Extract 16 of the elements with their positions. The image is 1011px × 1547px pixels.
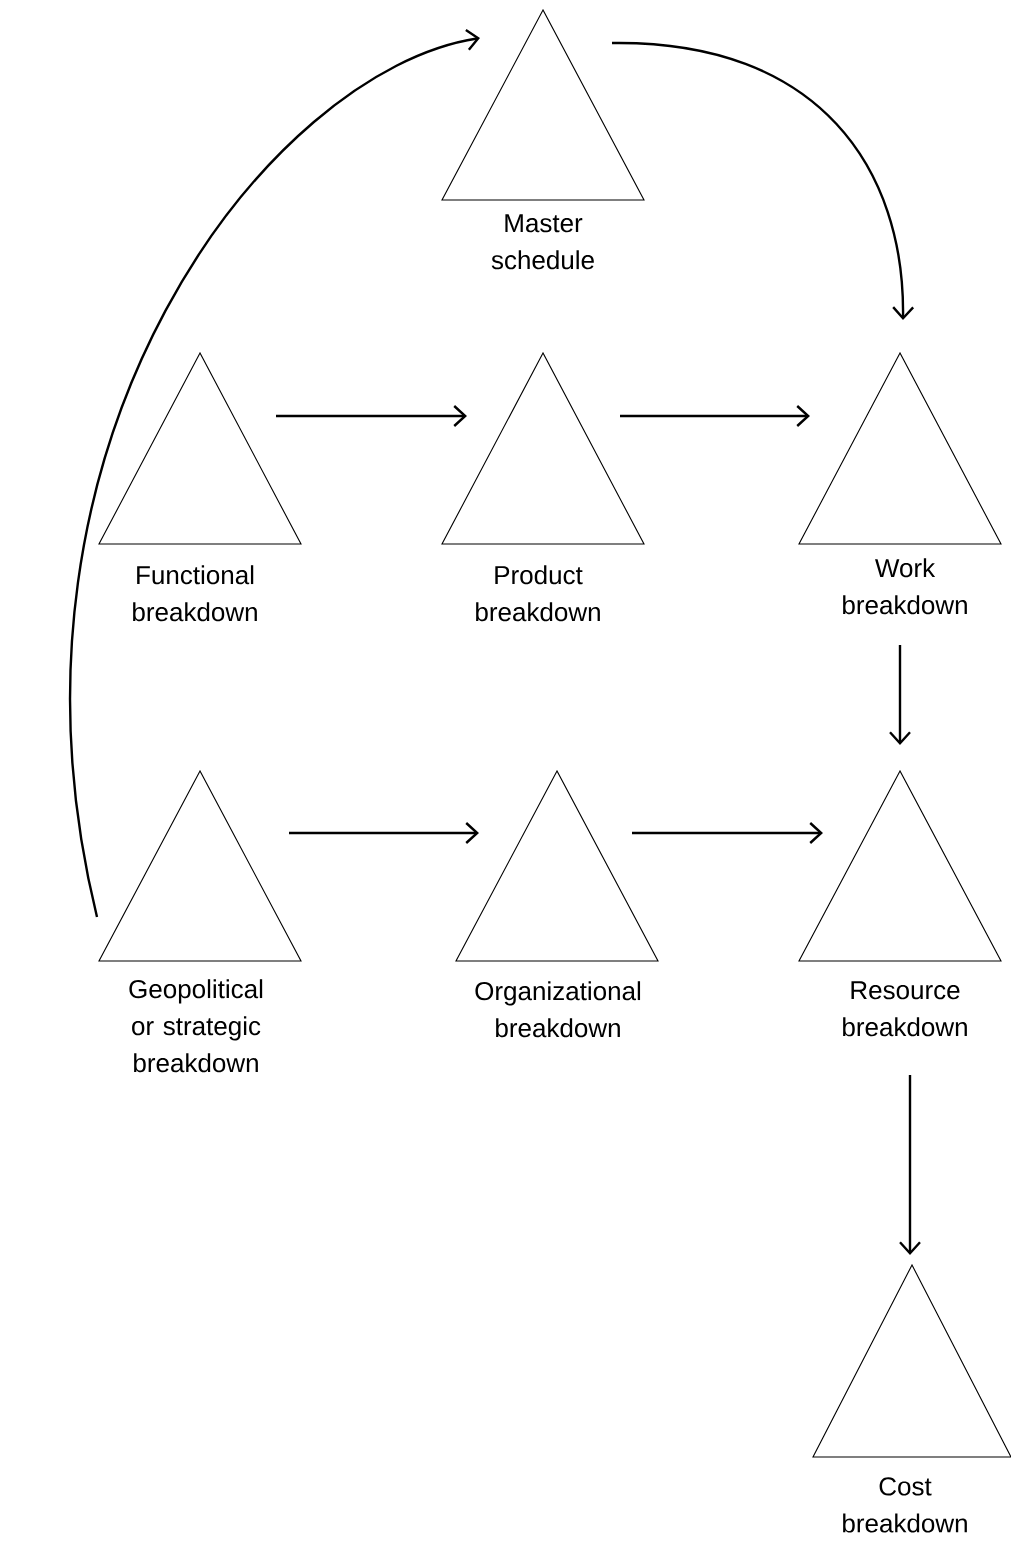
node-label: Organizational breakdown [475, 981, 641, 1038]
arrow [289, 822, 479, 844]
arrow [276, 405, 467, 427]
node-label: Master schedule [491, 214, 594, 270]
arrow [69, 29, 480, 918]
arrow [632, 822, 823, 844]
node-label: Geopolitical or strategic breakdown [129, 979, 263, 1073]
node-label: Product breakdown [476, 565, 600, 622]
arrow [620, 405, 810, 427]
node-label: Resource breakdown [843, 981, 967, 1037]
node-label: Functional breakdown [133, 565, 257, 622]
node-label: Cost breakdown [843, 1477, 967, 1533]
node-label: Work breakdown [843, 558, 967, 615]
arrow [899, 1075, 921, 1255]
arrow [889, 645, 911, 745]
arrow [611, 41, 915, 320]
